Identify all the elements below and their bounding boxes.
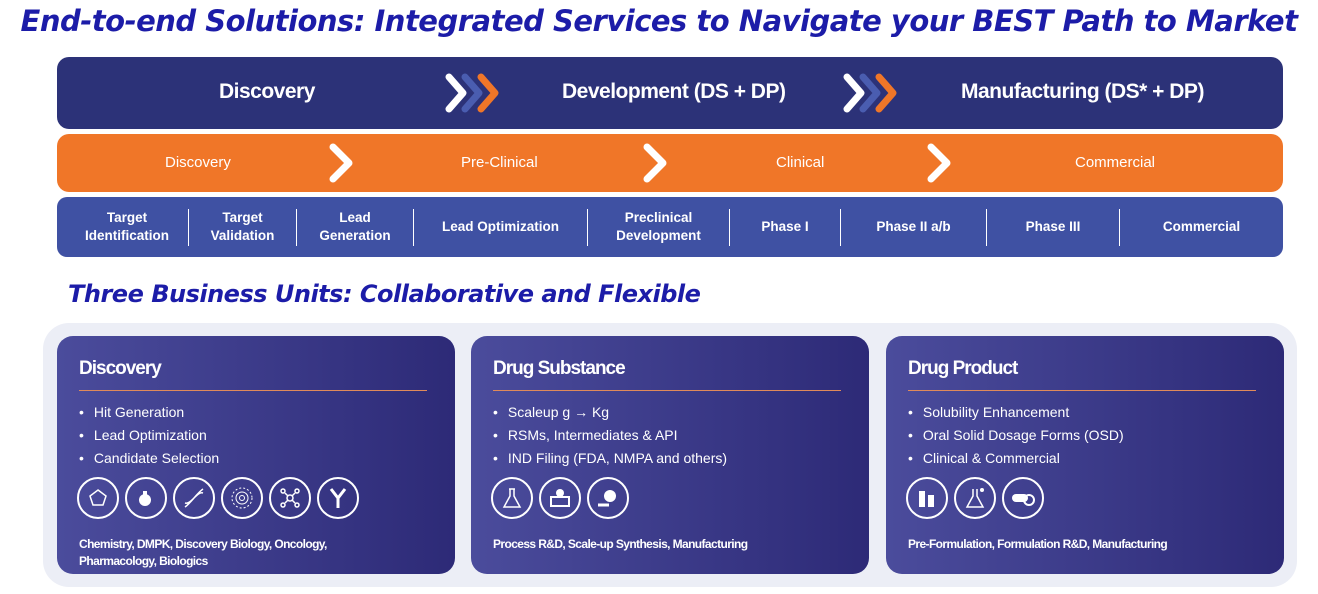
divider bbox=[79, 390, 427, 391]
step-target-validation: Target Validation bbox=[210, 210, 275, 243]
stage-discovery: Discovery bbox=[165, 154, 231, 171]
step-phase-3: Phase III bbox=[1025, 219, 1081, 234]
lab-icon bbox=[954, 477, 996, 519]
molecule-icon bbox=[77, 477, 119, 519]
divider bbox=[413, 209, 414, 246]
unit-bullet: Scaleup g → Kg bbox=[493, 404, 727, 427]
step-preclinical-development: Preclinical Development bbox=[616, 210, 701, 243]
phase-bar: Discovery Development (DS + DP) Manufact… bbox=[57, 57, 1283, 129]
triple-chevron-icon bbox=[445, 73, 499, 113]
stage-clinical: Clinical bbox=[776, 154, 825, 171]
unit-card-drug-substance: Drug Substance Scaleup g → Kg RSMs, Inte… bbox=[471, 336, 869, 574]
step-phase-1: Phase I bbox=[761, 219, 809, 234]
stage-commercial: Commercial bbox=[1075, 154, 1156, 171]
capsule-icon bbox=[1002, 477, 1044, 519]
divider bbox=[188, 209, 189, 246]
divider bbox=[908, 390, 1256, 391]
network-icon bbox=[269, 477, 311, 519]
unit-footer: Process R&D, Scale-up Synthesis, Manufac… bbox=[493, 537, 748, 551]
step-commercial: Commercial bbox=[1162, 219, 1241, 234]
divider bbox=[840, 209, 841, 246]
divider bbox=[587, 209, 588, 246]
flask-drop-icon bbox=[125, 477, 167, 519]
step-bar: Target Identification Target Validation … bbox=[57, 197, 1283, 257]
page-title: End-to-end Solutions: Integrated Service… bbox=[20, 4, 1298, 38]
unit-bullet: IND Filing (FDA, NMPA and others) bbox=[493, 450, 727, 473]
chevron-right-icon bbox=[927, 143, 951, 183]
unit-bullet: RSMs, Intermediates & API bbox=[493, 427, 727, 450]
unit-bullet: Clinical & Commercial bbox=[908, 450, 1124, 473]
step-lead-generation: Lead Generation bbox=[319, 210, 391, 243]
triple-chevron-icon bbox=[843, 73, 897, 113]
pill-hand-icon bbox=[587, 477, 629, 519]
dna-icon bbox=[173, 477, 215, 519]
divider bbox=[493, 390, 841, 391]
unit-title: Discovery bbox=[79, 358, 162, 379]
divider bbox=[296, 209, 297, 246]
step-target-identification: Target Identification bbox=[85, 210, 169, 243]
unit-footer: Chemistry, DMPK, Discovery Biology, Onco… bbox=[79, 537, 327, 568]
unit-bullet: Solubility Enhancement bbox=[908, 404, 1124, 427]
unit-title: Drug Substance bbox=[493, 358, 626, 379]
unit-bullet: Lead Optimization bbox=[79, 427, 219, 450]
unit-footer: Pre-Formulation, Formulation R&D, Manufa… bbox=[908, 537, 1168, 551]
phase-discovery: Discovery bbox=[219, 80, 315, 103]
unit-bullet: Candidate Selection bbox=[79, 450, 219, 473]
chevron-right-icon bbox=[643, 143, 667, 183]
antibody-icon bbox=[317, 477, 359, 519]
step-phase-2: Phase II a/b bbox=[876, 219, 951, 234]
reactor-icon bbox=[539, 477, 581, 519]
cell-icon bbox=[221, 477, 263, 519]
unit-bullet: Oral Solid Dosage Forms (OSD) bbox=[908, 427, 1124, 450]
divider bbox=[729, 209, 730, 246]
phase-manufacturing: Manufacturing (DS* + DP) bbox=[961, 80, 1204, 103]
unit-card-drug-product: Drug Product Solubility Enhancement Oral… bbox=[886, 336, 1284, 574]
unit-card-discovery: Discovery Hit Generation Lead Optimizati… bbox=[57, 336, 455, 574]
unit-bullet: Hit Generation bbox=[79, 404, 219, 427]
step-lead-optimization: Lead Optimization bbox=[441, 219, 559, 234]
vials-icon bbox=[906, 477, 948, 519]
section-subtitle: Three Business Units: Collaborative and … bbox=[68, 280, 701, 308]
phase-development: Development (DS + DP) bbox=[562, 80, 786, 103]
stage-preclinical: Pre-Clinical bbox=[461, 154, 538, 171]
divider bbox=[986, 209, 987, 246]
divider bbox=[1119, 209, 1120, 246]
stage-bar: Discovery Pre-Clinical Clinical Commerci… bbox=[57, 134, 1283, 192]
flask-icon bbox=[491, 477, 533, 519]
chevron-right-icon bbox=[329, 143, 353, 183]
unit-title: Drug Product bbox=[908, 358, 1018, 379]
